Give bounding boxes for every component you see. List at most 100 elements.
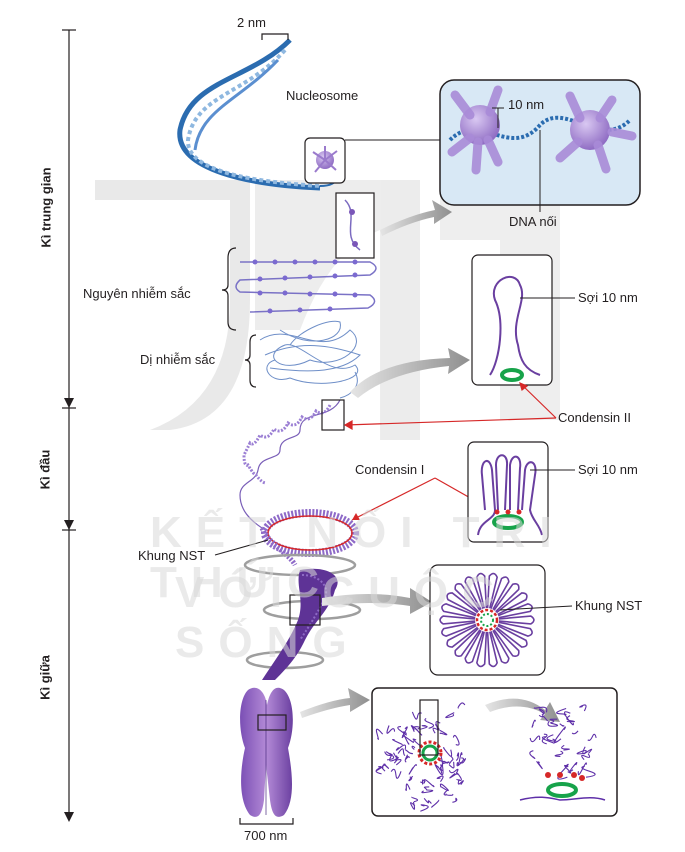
tangle-loop [445, 793, 454, 796]
loop-strand [564, 764, 572, 774]
nucleosome-label: Nucleosome [286, 88, 359, 103]
two-nm-bracket [261, 33, 289, 40]
rosette-loop [476, 572, 488, 609]
scaffold-loop [259, 509, 359, 567]
euchromatin-brace [221, 247, 237, 331]
loop-strand [529, 750, 536, 760]
rosette-loop [490, 630, 510, 664]
tangle-loop [424, 718, 435, 729]
tangle-loop [402, 731, 410, 745]
tangle-loop [443, 747, 453, 757]
loop-strand [569, 762, 578, 772]
tangle-loop [434, 764, 444, 776]
rosette-loop [476, 631, 488, 668]
rosette-loop [498, 615, 535, 625]
tangle-loop [449, 772, 458, 779]
tangle-loop [423, 797, 432, 804]
tangle-loop [436, 775, 444, 782]
scaffold-right-label: Khung NST [575, 598, 643, 613]
dna-double-helix [177, 38, 341, 191]
tangle-loop [448, 755, 454, 765]
tangle-loop [408, 764, 417, 775]
heterochromatin-brace [244, 334, 257, 388]
tangle-loop [421, 789, 434, 794]
metaphase-detail-box [371, 687, 618, 817]
heterochromatin-label: Dị nhiễm sắc [140, 352, 216, 367]
strand-box [335, 192, 375, 259]
loop-strand [581, 753, 591, 760]
seven-hundred-nm-label: 700 nm [244, 828, 288, 843]
tangle-loop [455, 752, 460, 761]
fiber-10nm-a-label: Sợi 10 nm [578, 290, 638, 305]
two-nm-label: 2 nm [237, 15, 266, 30]
rosette-loop [495, 592, 528, 616]
loop-strand [581, 765, 596, 778]
loop-strand [549, 718, 558, 724]
condensin-i-label: Condensin I [355, 462, 425, 477]
rosette-loop [497, 621, 533, 637]
tangle-loop [456, 757, 465, 767]
loop-strand [531, 719, 536, 728]
timeline-axis [62, 29, 76, 822]
metaphase-chromosome [240, 687, 293, 817]
coil-detail-box [321, 399, 345, 431]
tangle-loop [457, 779, 464, 785]
tangle-loop [442, 761, 450, 765]
rosette-loop [486, 631, 498, 668]
tangle-loop [431, 799, 440, 808]
tangle-loop [393, 752, 399, 760]
rosette-loop [486, 572, 498, 609]
rosette-loop [493, 627, 520, 657]
rosette-loop [490, 576, 510, 610]
loop-strand [577, 762, 587, 776]
loop-strand [533, 706, 548, 713]
timeline-arrowhead-2 [64, 520, 74, 530]
tangle-loop [456, 772, 462, 781]
heterochromatin-tangle [259, 320, 361, 399]
tangle-loop [375, 728, 384, 740]
phase-prophase-label: Kì đầu [37, 449, 53, 490]
rosette-loop [454, 627, 481, 657]
dna-linker-label: DNA nối [509, 214, 557, 229]
tangle-loop [424, 779, 435, 788]
gray-arrow-1 [380, 200, 452, 236]
loop-strand [582, 746, 593, 755]
rosette-loop [446, 624, 479, 648]
tangle-loop [386, 725, 396, 734]
ten-nm-label: 10 nm [508, 97, 545, 112]
gray-arrow-3 [322, 588, 432, 614]
rosette-loop [493, 583, 520, 613]
tangle-loop [445, 712, 455, 719]
tangle-loop [389, 754, 398, 764]
tangle-loop [457, 702, 466, 709]
tangle-loop [390, 768, 402, 779]
tangle-loop [375, 766, 382, 775]
tangle-loop [405, 783, 411, 791]
condensin-i-arrowhead [352, 513, 360, 520]
tangle-loop [452, 734, 460, 746]
tangle-loop [392, 738, 403, 745]
loop-strand [541, 736, 555, 744]
loop-strand [571, 730, 579, 735]
loop-strand [566, 715, 575, 723]
tangle-loop [448, 768, 459, 774]
tangle-loop [395, 744, 407, 751]
timeline-arrowhead-1 [64, 398, 74, 408]
tangle-loop [405, 749, 413, 755]
loop-strand [541, 733, 548, 745]
condensin-ii-box [471, 254, 553, 386]
watermark-line2: VỚI CUỘC SỐNG [175, 568, 508, 667]
euchromatin-label: Nguyên nhiễm sắc [83, 286, 191, 301]
condensing-chromatid [262, 568, 338, 680]
timeline-arrowhead-3 [64, 812, 74, 822]
scaffold-rosette-box [429, 564, 546, 676]
euchromatin-fiber [235, 259, 377, 314]
tangle-loop [439, 729, 448, 736]
gray-arrow-2 [350, 348, 470, 398]
rosette-loop [454, 583, 481, 613]
rosette-loop [441, 603, 477, 619]
loop-strand [547, 720, 559, 727]
ten-nm-callout [492, 107, 504, 128]
loop-strand [538, 708, 545, 716]
